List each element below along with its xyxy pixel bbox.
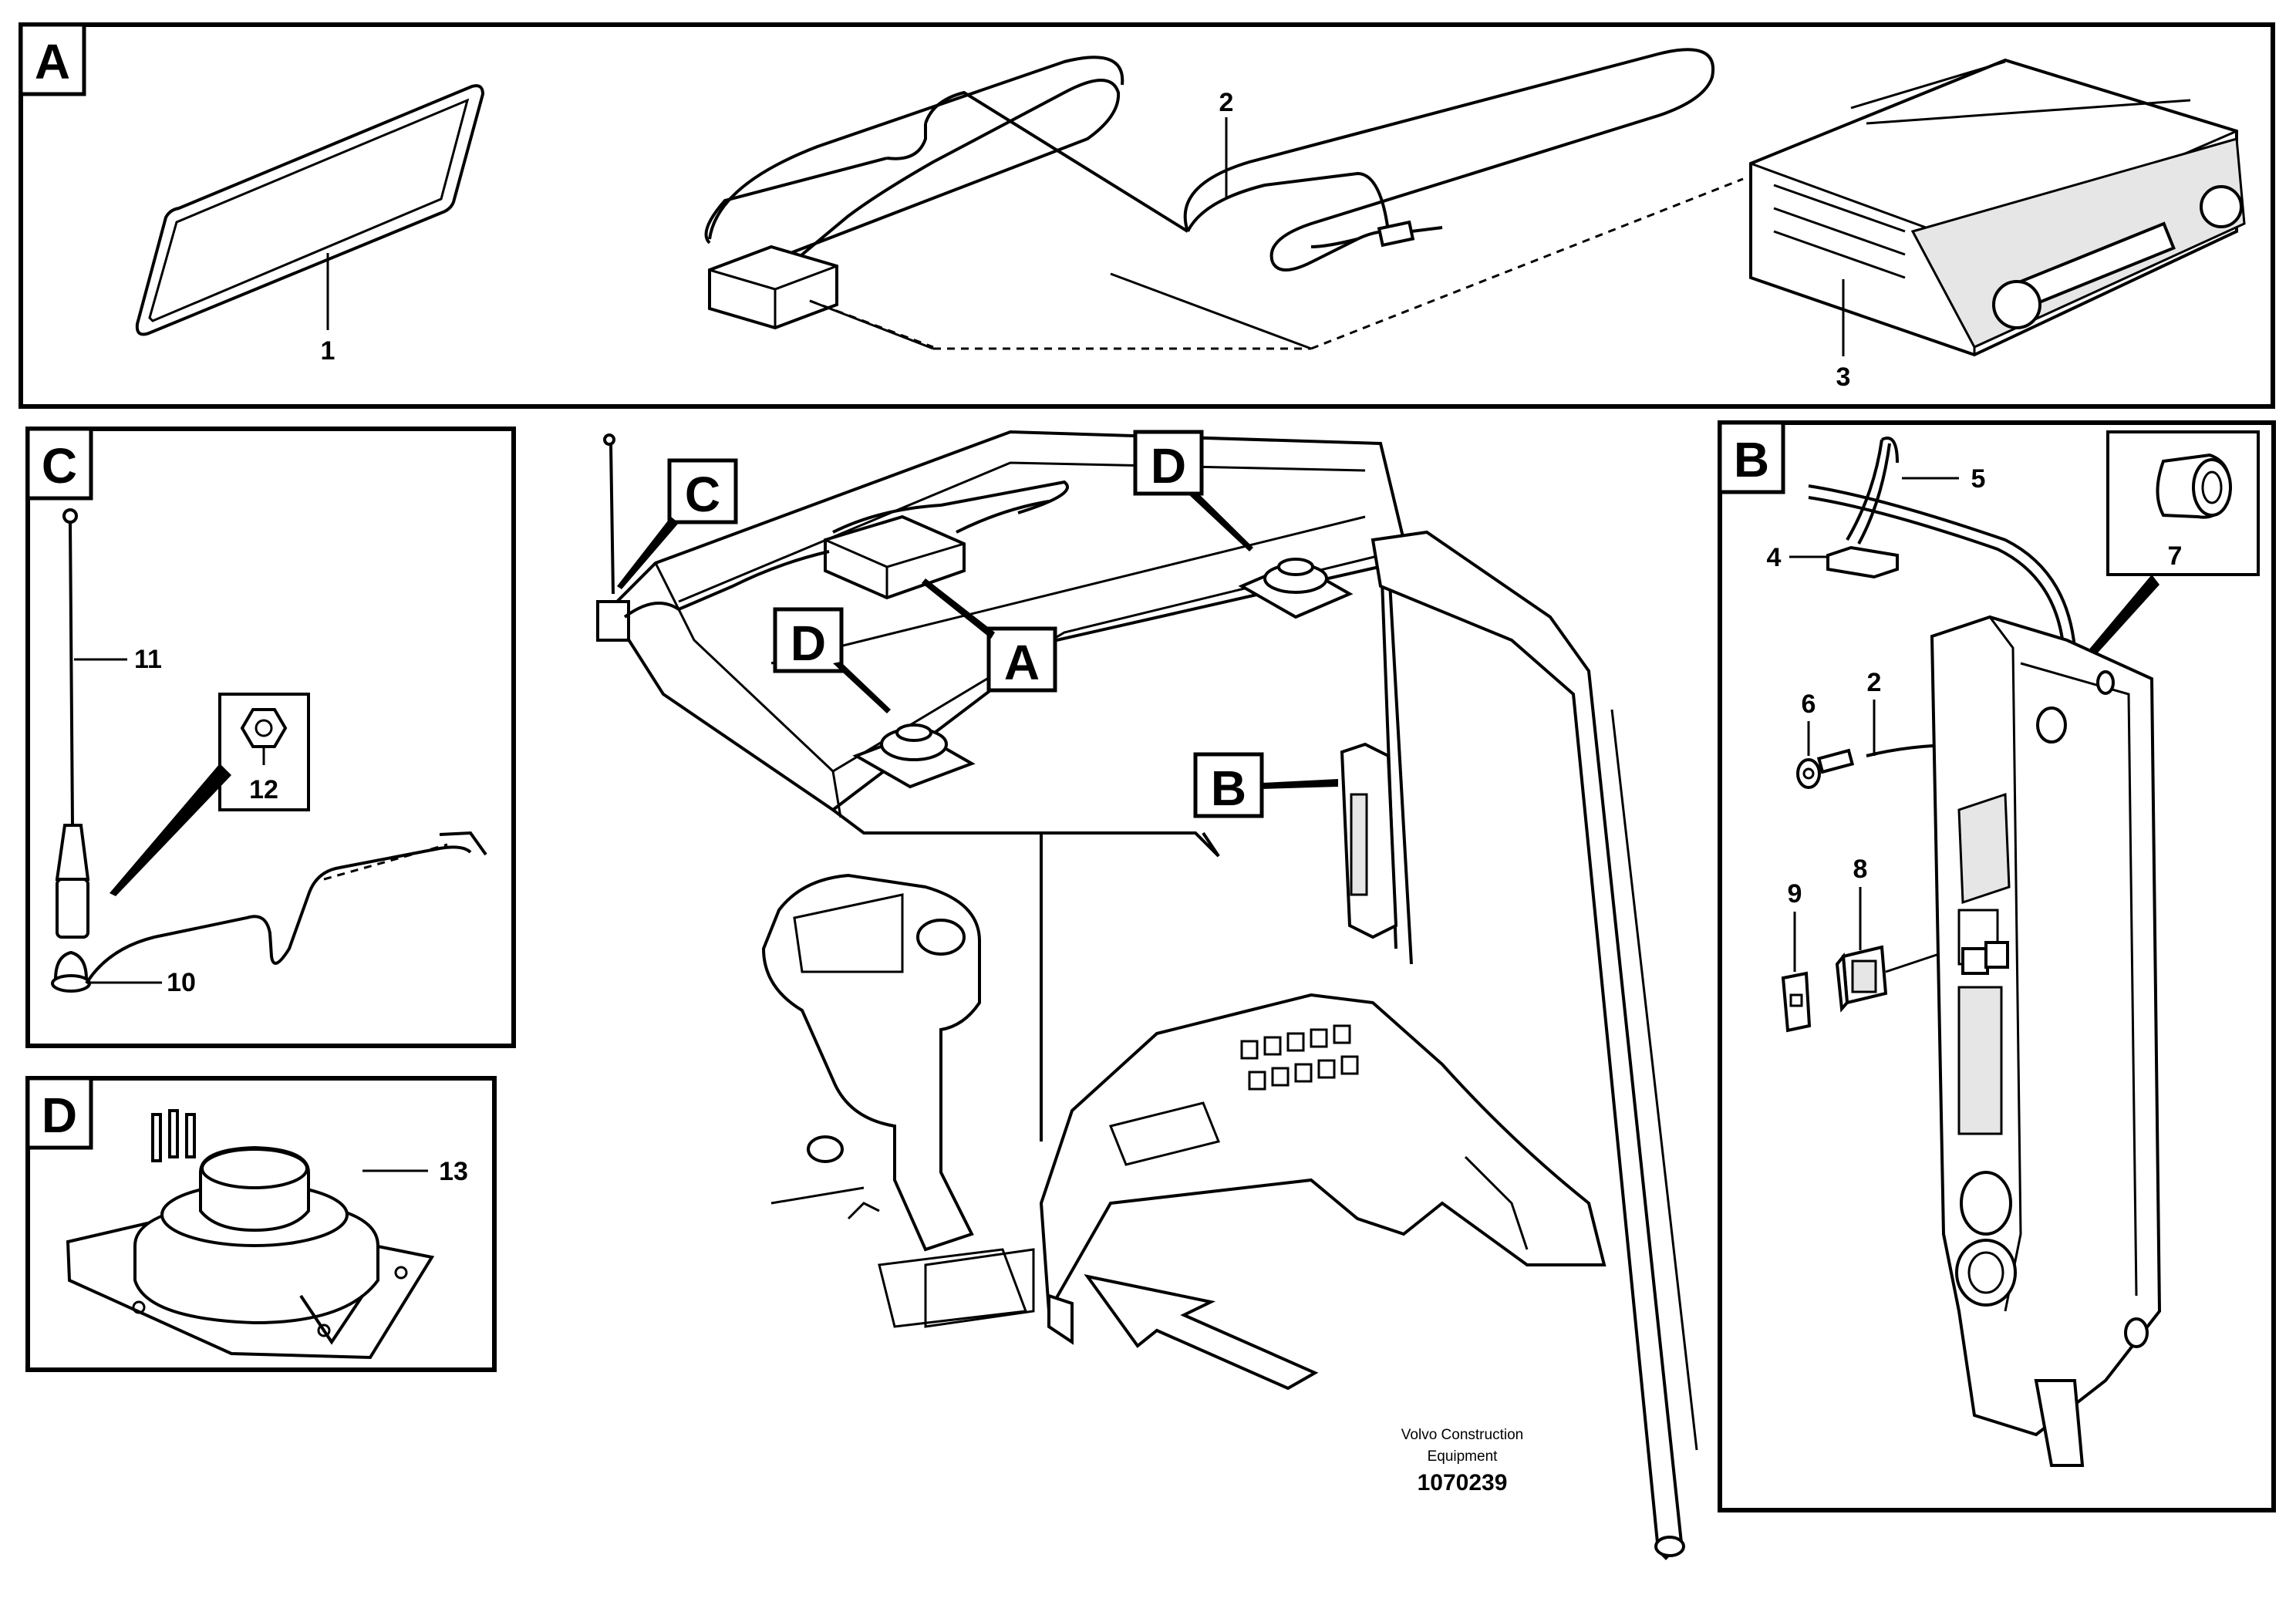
callout-c: C (617, 458, 738, 589)
callout-b-label: B (1211, 760, 1246, 816)
part-number-2: 2 (1219, 88, 1234, 117)
panel-c: C 11 10 12 (25, 427, 516, 1048)
part-number-6: 6 (1802, 690, 1816, 719)
part-number-2b: 2 (1867, 668, 1882, 697)
panel-d: D 13 (25, 1076, 497, 1372)
part-number-1: 1 (321, 336, 335, 366)
part-number-10: 10 (167, 968, 196, 997)
panel-b: B 5 4 7 6 2 (1718, 420, 2276, 1512)
panel-b-tag: B (1734, 432, 1769, 487)
pillar-trim-part (1930, 615, 2162, 1467)
antenna-base-part (51, 831, 487, 993)
callout-a-label: A (1004, 635, 1040, 690)
panel-a: A 1 2 (19, 22, 2275, 409)
nut-inset: 12 (110, 693, 310, 896)
panel-a-tag: A (35, 34, 70, 89)
part-number-5: 5 (1971, 464, 1986, 494)
drawing-number: 1070239 (1418, 1470, 1508, 1496)
antenna-rod-part (55, 508, 90, 939)
roof-speaker-rear (1238, 558, 1354, 619)
callout-d-mid-label: D (791, 615, 826, 671)
part-number-13: 13 (439, 1157, 468, 1186)
callout-a: A (922, 578, 1057, 693)
footer-company-line1: Volvo Construction (1401, 1427, 1523, 1443)
grommet-cable-part (1796, 743, 2006, 789)
part-number-4: 4 (1767, 543, 1782, 572)
roof-speaker-front (852, 723, 976, 789)
part-number-7: 7 (2168, 541, 2183, 571)
callout-d-top-label: D (1151, 438, 1186, 494)
speaker-part (66, 1109, 435, 1360)
cable-tie-part (1808, 437, 2076, 653)
cover-plug-part (1781, 971, 1812, 1033)
callout-b: B (1193, 752, 1338, 818)
callout-c-label: C (685, 467, 720, 522)
switch-part (1835, 945, 1944, 1013)
footer-company-line2: Equipment (1428, 1448, 1499, 1465)
part-number-3: 3 (1836, 363, 1851, 392)
cab-illustration (596, 430, 1698, 1560)
mirror-plate-part (135, 84, 485, 336)
part-number-11: 11 (134, 645, 162, 674)
panel-c-tag: C (42, 438, 77, 494)
callout-d-mid: D (773, 607, 891, 713)
part-number-9: 9 (1788, 879, 1802, 909)
radio-unit-part (1749, 58, 2246, 357)
part-number-12: 12 (249, 775, 278, 804)
callout-d-top: D (1133, 430, 1253, 551)
footer: Volvo Construction Equipment 1070239 (1401, 1427, 1523, 1496)
panel-d-tag: D (42, 1088, 77, 1143)
antenna-cable-part (704, 48, 1715, 330)
part-number-8: 8 (1853, 855, 1868, 884)
